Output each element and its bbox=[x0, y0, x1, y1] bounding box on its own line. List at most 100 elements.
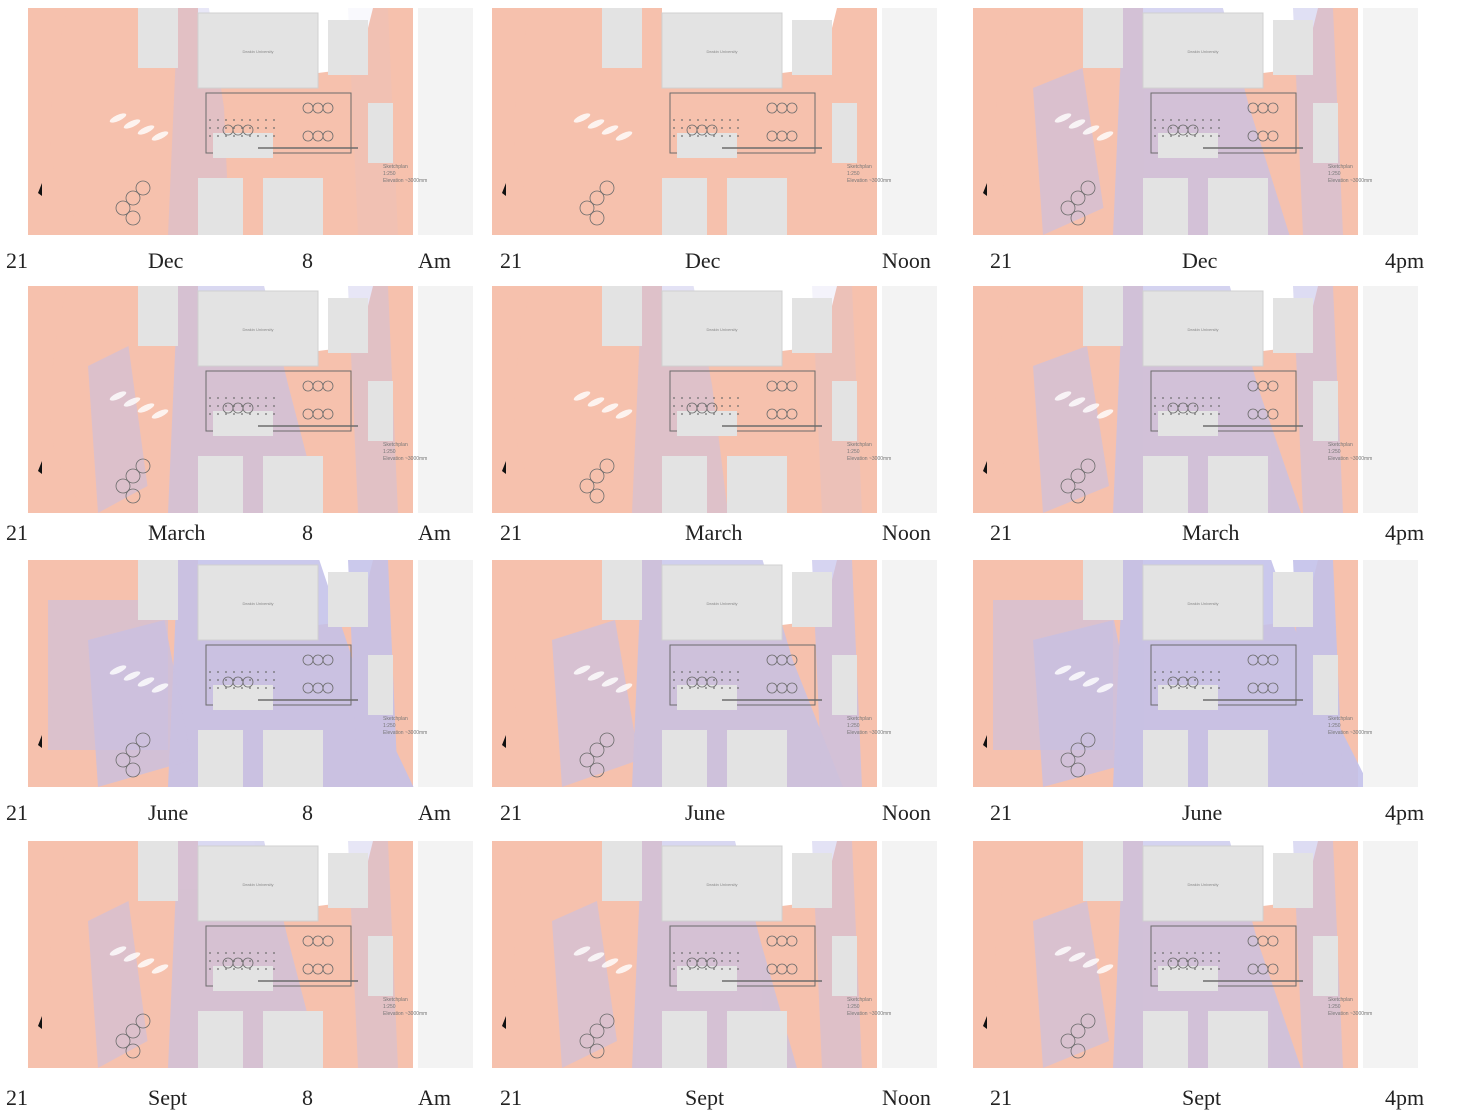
block-label: Deakin University bbox=[706, 327, 737, 332]
block-label: Deakin University bbox=[706, 601, 737, 606]
north-arrow-icon bbox=[38, 461, 42, 474]
north-arrow-icon bbox=[502, 735, 506, 748]
scale-ratio: 1:250 bbox=[847, 171, 860, 177]
north-arrow-icon bbox=[502, 461, 506, 474]
north-arrow-icon bbox=[983, 735, 987, 748]
building-block bbox=[197, 12, 319, 89]
building-block bbox=[661, 845, 783, 922]
scale-ratio: 1:250 bbox=[847, 723, 860, 729]
caption-day: 21 bbox=[990, 248, 1012, 273]
scale-elevation: Elevation ~3000mm bbox=[847, 178, 891, 184]
scale-ratio: 1:250 bbox=[383, 171, 396, 177]
scale-title: Sketchplan bbox=[847, 164, 872, 170]
scale-title: Sketchplan bbox=[383, 442, 408, 448]
caption-day: 21 bbox=[500, 800, 522, 825]
block-label: Deakin University bbox=[706, 49, 737, 54]
building-block bbox=[661, 564, 783, 641]
caption-day: 21 bbox=[500, 1085, 522, 1110]
north-arrow-icon bbox=[502, 1016, 506, 1029]
caption-day: 21 bbox=[990, 1085, 1012, 1110]
scale-title: Sketchplan bbox=[847, 442, 872, 448]
scale-title: Sketchplan bbox=[383, 716, 408, 722]
caption-period: 4pm bbox=[1385, 520, 1425, 545]
scale-ratio: 1:250 bbox=[383, 1004, 396, 1010]
scale-ratio: 1:250 bbox=[383, 723, 396, 729]
block-label: Deakin University bbox=[242, 327, 273, 332]
caption-month: June bbox=[1182, 800, 1223, 825]
scale-elevation: Elevation ~3000mm bbox=[1328, 456, 1372, 462]
caption-month: June bbox=[685, 800, 726, 825]
caption-hour: 8 bbox=[302, 248, 313, 273]
caption-hour: 8 bbox=[302, 800, 313, 825]
scale-title: Sketchplan bbox=[1328, 164, 1353, 170]
scale-ratio: 1:250 bbox=[1328, 723, 1341, 729]
caption-hour: 8 bbox=[302, 1085, 313, 1110]
north-arrow-icon bbox=[38, 735, 42, 748]
scale-elevation: Elevation ~3000mm bbox=[847, 730, 891, 736]
north-arrow-icon bbox=[983, 461, 987, 474]
caption-month: March bbox=[1182, 520, 1240, 545]
caption-period: Noon bbox=[882, 520, 931, 545]
caption-period: Noon bbox=[882, 800, 931, 825]
scale-title: Sketchplan bbox=[847, 716, 872, 722]
scale-elevation: Elevation ~3000mm bbox=[383, 456, 427, 462]
building-block bbox=[661, 290, 783, 367]
caption-month: Sept bbox=[148, 1085, 188, 1110]
caption-period: 4pm bbox=[1385, 800, 1425, 825]
scale-title: Sketchplan bbox=[1328, 442, 1353, 448]
panel-caption: 21 June 4pm bbox=[0, 802, 1457, 828]
caption-day: 21 bbox=[6, 800, 28, 825]
block-label: Deakin University bbox=[1187, 882, 1218, 887]
block-label: Deakin University bbox=[242, 49, 273, 54]
building-block bbox=[661, 12, 783, 89]
caption-month: Dec bbox=[1182, 248, 1218, 273]
caption-month: March bbox=[685, 520, 743, 545]
scale-elevation: Elevation ~3000mm bbox=[847, 1011, 891, 1017]
caption-period: Am bbox=[418, 1085, 451, 1110]
panel-caption: 21 June Noon bbox=[0, 802, 1457, 828]
building-block bbox=[197, 845, 319, 922]
scale-title: Sketchplan bbox=[847, 997, 872, 1003]
caption-month: Sept bbox=[1182, 1085, 1222, 1110]
scale-title: Sketchplan bbox=[383, 997, 408, 1003]
building-block bbox=[1142, 845, 1264, 922]
scale-ratio: 1:250 bbox=[383, 449, 396, 455]
panel-caption: 21 Sept 8 Am bbox=[0, 1087, 1457, 1113]
scale-ratio: 1:250 bbox=[847, 1004, 860, 1010]
north-arrow-icon bbox=[502, 183, 506, 196]
caption-month: Dec bbox=[685, 248, 721, 273]
block-label: Deakin University bbox=[242, 601, 273, 606]
building-block bbox=[1142, 12, 1264, 89]
scale-ratio: 1:250 bbox=[847, 449, 860, 455]
block-label: Deakin University bbox=[1187, 49, 1218, 54]
scale-title: Sketchplan bbox=[1328, 716, 1353, 722]
scale-ratio: 1:250 bbox=[1328, 1004, 1341, 1010]
caption-month: March bbox=[148, 520, 206, 545]
north-arrow-icon bbox=[983, 1016, 987, 1029]
scale-elevation: Elevation ~3000mm bbox=[383, 1011, 427, 1017]
scale-ratio: 1:250 bbox=[1328, 449, 1341, 455]
north-arrow-icon bbox=[983, 183, 987, 196]
panel-caption: 21 March Noon bbox=[0, 522, 1457, 548]
caption-period: Am bbox=[418, 520, 451, 545]
building-block bbox=[1142, 564, 1264, 641]
caption-day: 21 bbox=[6, 248, 28, 273]
building-block bbox=[197, 564, 319, 641]
caption-month: Sept bbox=[685, 1085, 725, 1110]
caption-day: 21 bbox=[6, 1085, 28, 1110]
block-label: Deakin University bbox=[1187, 327, 1218, 332]
caption-day: 21 bbox=[990, 520, 1012, 545]
